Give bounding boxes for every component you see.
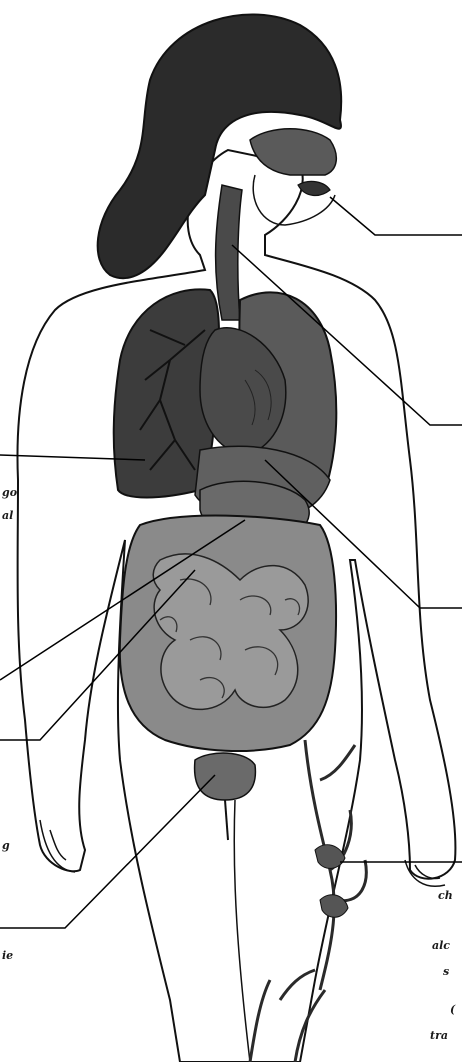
cropped-label-right-2: alc	[432, 940, 450, 951]
cropped-label-left-3: g	[2, 840, 10, 851]
cropped-label-left-1: go	[2, 487, 17, 498]
mouth	[298, 181, 330, 195]
cropped-label-right-1: ch	[438, 890, 453, 901]
cropped-label-right-5: tra	[430, 1030, 448, 1041]
trachea	[216, 185, 242, 320]
cropped-label-left-4: ie	[2, 950, 13, 961]
cropped-label-left-2: al	[2, 510, 13, 521]
cropped-label-right-3: s	[443, 966, 449, 977]
cropped-label-right-4: (	[450, 1004, 455, 1015]
bladder	[195, 753, 256, 800]
leader-line-mouth	[330, 197, 462, 235]
